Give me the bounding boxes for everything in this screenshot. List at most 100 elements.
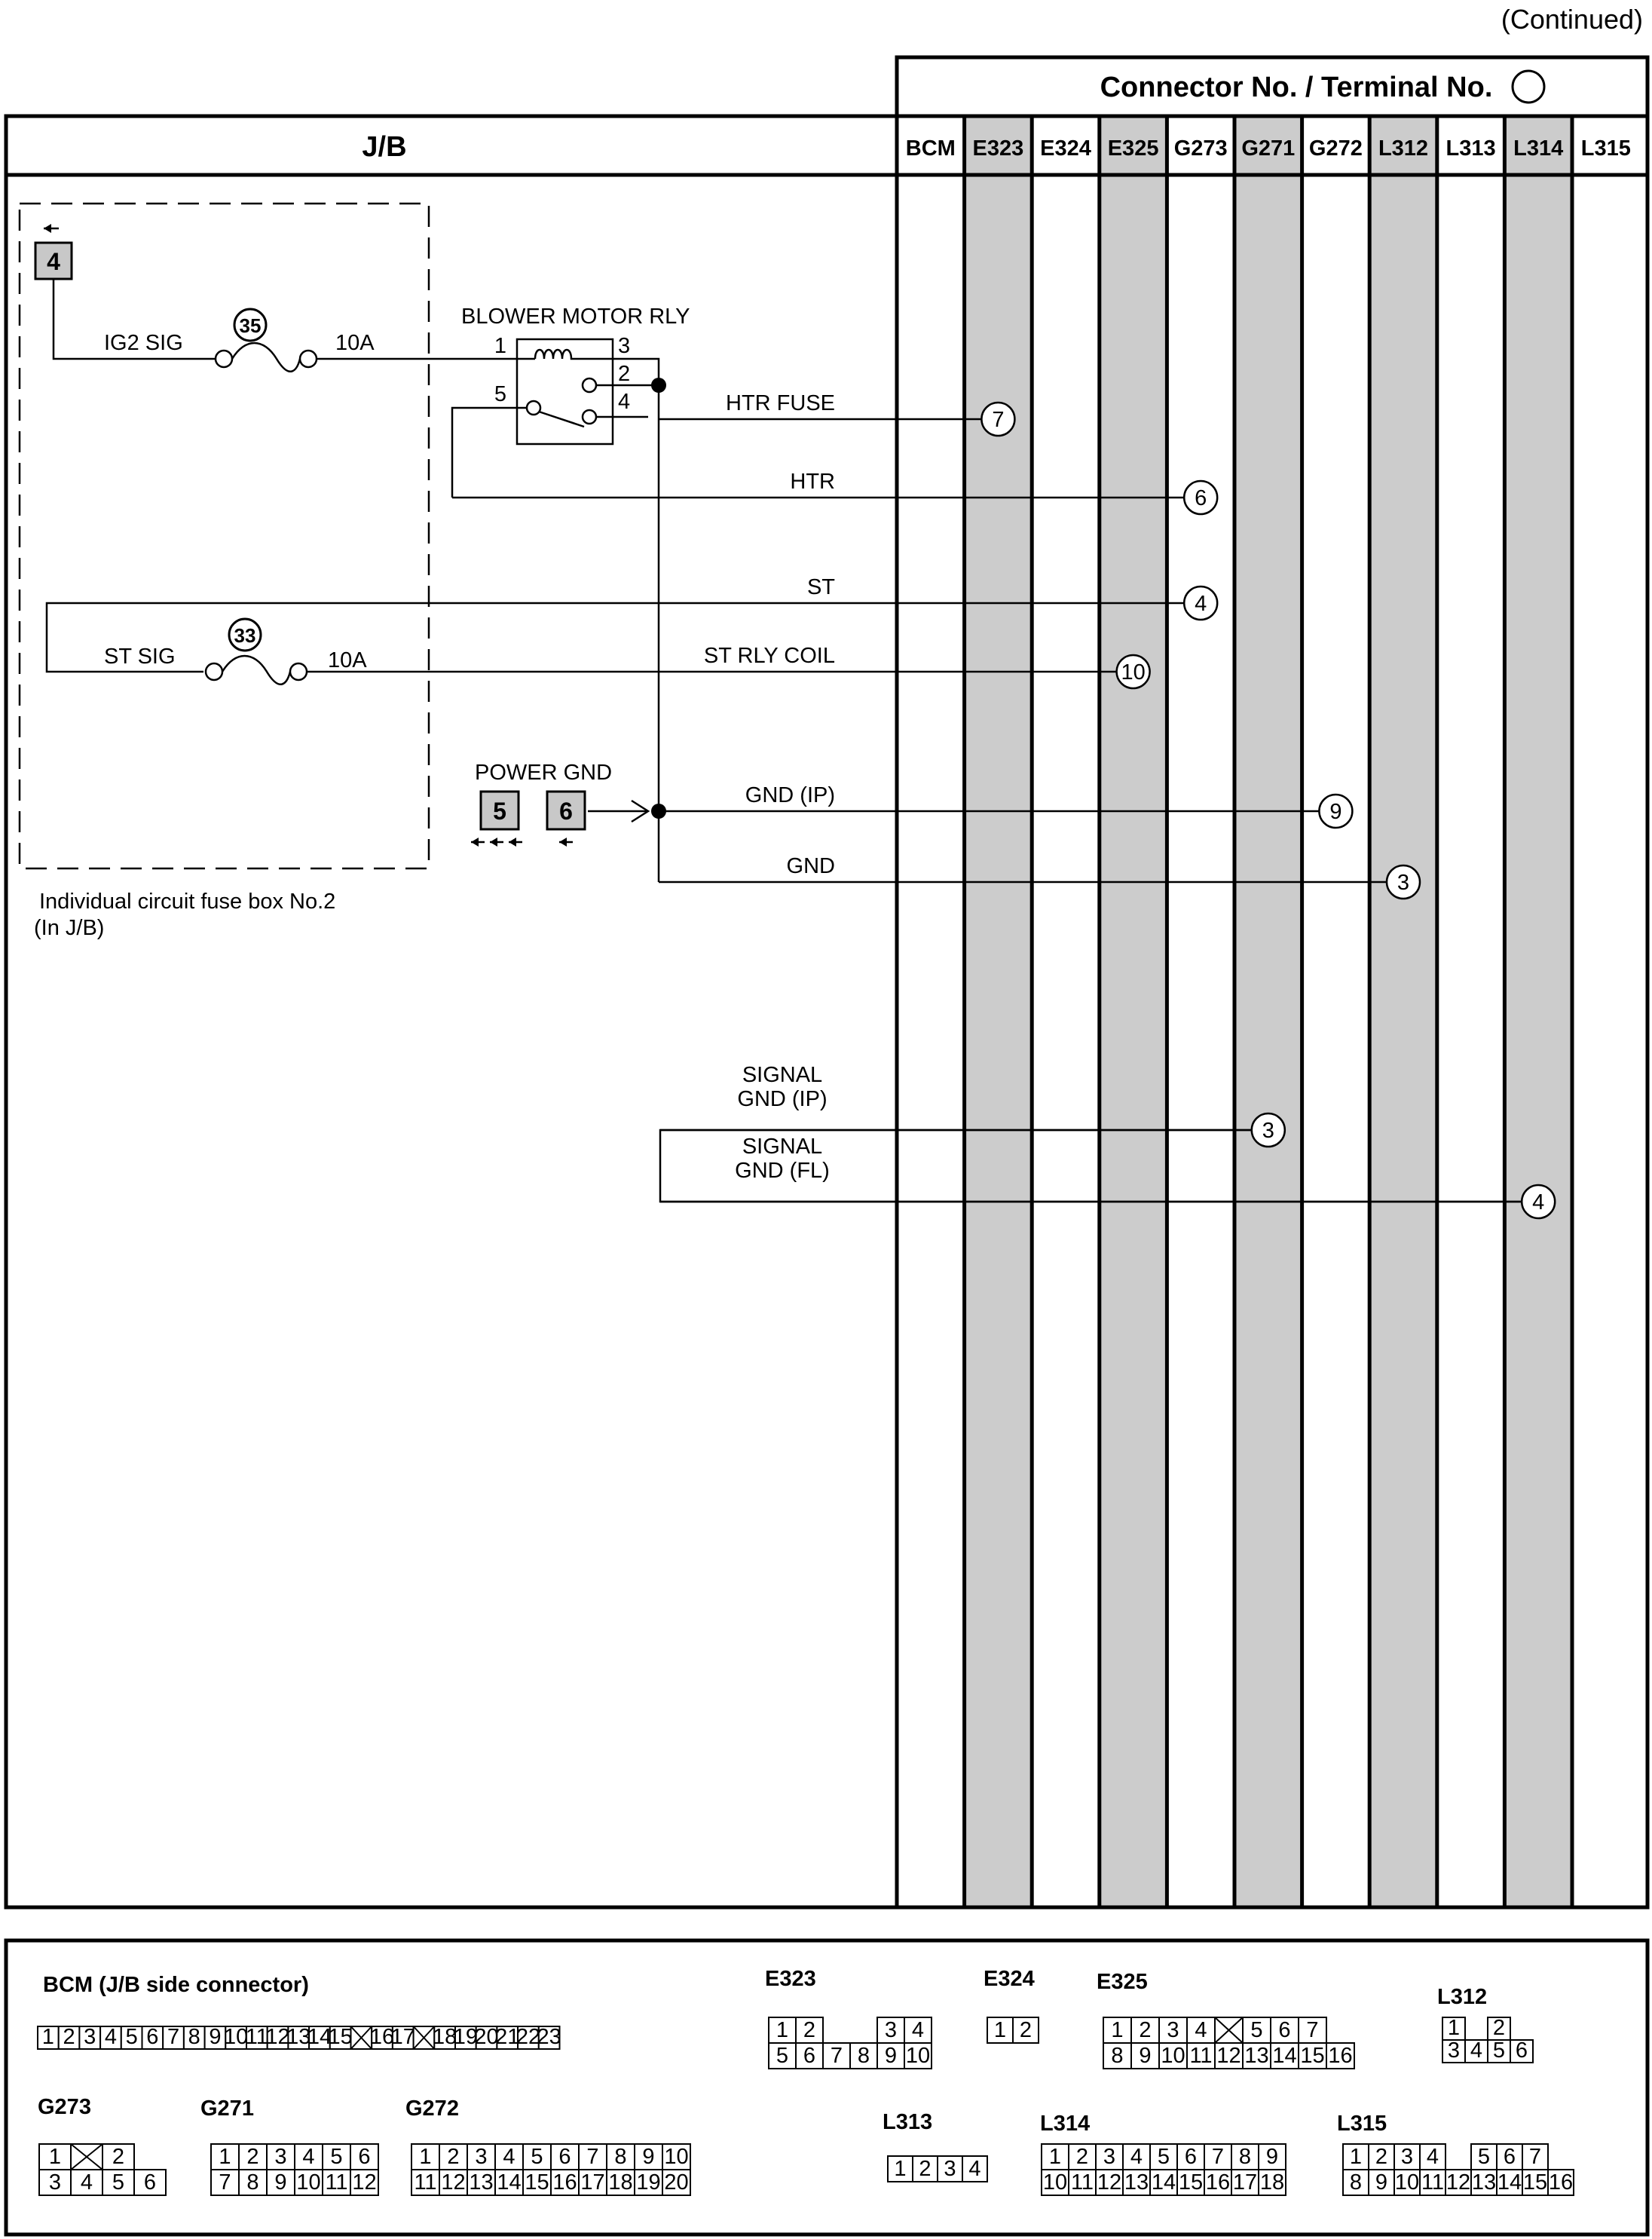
- connector-pin: 19: [636, 2170, 660, 2195]
- svg-text:1: 1: [494, 334, 506, 358]
- header-frame: [4, 55, 1650, 1910]
- terminal-number: 6: [1195, 486, 1207, 510]
- connector-pin: 2: [246, 2145, 259, 2169]
- column-header-l313: L313: [1446, 136, 1496, 161]
- connector-pin: 12: [441, 2170, 465, 2195]
- terminal-number: 7: [992, 408, 1004, 432]
- connector-pin: 2: [1493, 2016, 1505, 2040]
- connector-pin: 11: [1071, 2170, 1094, 2195]
- terminal-number: 10: [1121, 660, 1145, 685]
- fuse-box-ref-terminal: 4: [34, 224, 121, 360]
- connector-pin: 13: [469, 2170, 493, 2195]
- connector-pin: 11: [246, 2025, 268, 2049]
- connector-view-name: BCM (J/B side connector): [43, 1973, 309, 1997]
- connector-pin: 1: [1111, 2018, 1123, 2042]
- relay-name: BLOWER MOTOR RLY: [461, 305, 690, 329]
- circuit-label-line1: SIGNAL: [742, 1135, 822, 1159]
- connector-pin: 8: [858, 2044, 870, 2068]
- connector-pin: 12: [352, 2170, 376, 2195]
- circuit-label: ST RLY COIL: [704, 644, 835, 668]
- connector-pin: 10: [296, 2170, 320, 2195]
- terminal-circle: [1385, 864, 1421, 900]
- connector-pin: 18: [1260, 2170, 1284, 2195]
- connector-pin: 23: [537, 2025, 561, 2049]
- terminal-circle: [1115, 654, 1151, 690]
- terminal-circle: [980, 401, 1016, 437]
- connector-pin: 15: [1300, 2044, 1324, 2068]
- column-header-g273: G273: [1174, 136, 1228, 161]
- shaded-column-e325: [1099, 116, 1167, 1907]
- connector-pin: 16: [1328, 2044, 1352, 2068]
- connector-pin: 2: [447, 2145, 459, 2169]
- connector-pin: 14: [497, 2170, 521, 2195]
- connector-pin: 11: [325, 2170, 347, 2195]
- connector-pin: 4: [1427, 2145, 1439, 2169]
- terminal-circle: [1250, 1112, 1286, 1148]
- connector-pin: 10: [1043, 2170, 1067, 2195]
- connector-pin: 3: [1167, 2018, 1179, 2042]
- terminal-circle: [1182, 585, 1219, 621]
- connector-pin: 1: [776, 2018, 788, 2042]
- connector-pin: 5: [330, 2145, 342, 2169]
- connector-pin: 20: [664, 2170, 688, 2195]
- connector-pin: 14: [1152, 2170, 1176, 2195]
- connector-pin: 6: [1185, 2145, 1197, 2169]
- connector-pin: 16: [370, 2025, 394, 2049]
- connector-pin: 1: [1448, 2016, 1460, 2040]
- connector-pin: 4: [503, 2145, 515, 2169]
- connector-pin: 2: [63, 2025, 75, 2049]
- terminal-circle: [1520, 1184, 1556, 1220]
- svg-text:6: 6: [559, 798, 573, 825]
- circuit-label-line2: GND (FL): [735, 1159, 830, 1183]
- connector-pin: 8: [1111, 2044, 1123, 2068]
- connector-pin: 3: [84, 2025, 96, 2049]
- svg-text:ST SIG: ST SIG: [104, 645, 176, 669]
- connector-pin: 8: [246, 2170, 259, 2195]
- svg-text:10A: 10A: [335, 331, 375, 355]
- jb-label: J/B: [362, 131, 406, 163]
- connector-pin: 12: [1216, 2044, 1241, 2068]
- connector-pin: 15: [329, 2025, 353, 2049]
- circuit-label: ST: [807, 575, 835, 599]
- connector-pin: 1: [1049, 2145, 1061, 2169]
- connector-pin: 7: [1306, 2018, 1318, 2042]
- connector-pin: 8: [614, 2145, 626, 2169]
- connector-pin: 10: [1395, 2170, 1419, 2195]
- circuit-label: GND: [787, 854, 835, 878]
- svg-text:5: 5: [494, 382, 506, 406]
- fuse-box-caption-sub: (In J/B): [34, 916, 104, 940]
- connector-pin: 9: [274, 2170, 286, 2195]
- svg-text:4: 4: [47, 248, 60, 275]
- connector-pin: 14: [1272, 2044, 1296, 2068]
- circuit-label: HTR FUSE: [726, 391, 835, 415]
- connector-pin: 7: [1212, 2145, 1224, 2169]
- connector-pin: 6: [358, 2145, 370, 2169]
- circuit-label: HTR: [790, 470, 835, 494]
- svg-text:35: 35: [240, 314, 262, 337]
- circuit-label-line1: SIGNAL: [742, 1063, 822, 1087]
- terminal-circle: [1182, 479, 1219, 516]
- connector-pin: 7: [831, 2044, 843, 2068]
- connector-pin: 9: [885, 2044, 897, 2068]
- shaded-column-l312: [1369, 116, 1437, 1907]
- connector-pin: 17: [580, 2170, 604, 2195]
- connector-pin: 18: [433, 2025, 457, 2049]
- connector-pin: 17: [1233, 2170, 1257, 2195]
- terminal-number: 4: [1195, 592, 1207, 616]
- connector-pin: 15: [1179, 2170, 1203, 2195]
- circuit-label-line2: GND (IP): [737, 1087, 827, 1111]
- column-header-l312: L312: [1378, 136, 1428, 161]
- connector-pin: 16: [1549, 2170, 1573, 2195]
- connector-pin: 2: [919, 2157, 931, 2181]
- connector-pin: 1: [1350, 2145, 1362, 2169]
- connector-pin: 2: [803, 2018, 815, 2042]
- connector-pin: 1: [49, 2145, 61, 2169]
